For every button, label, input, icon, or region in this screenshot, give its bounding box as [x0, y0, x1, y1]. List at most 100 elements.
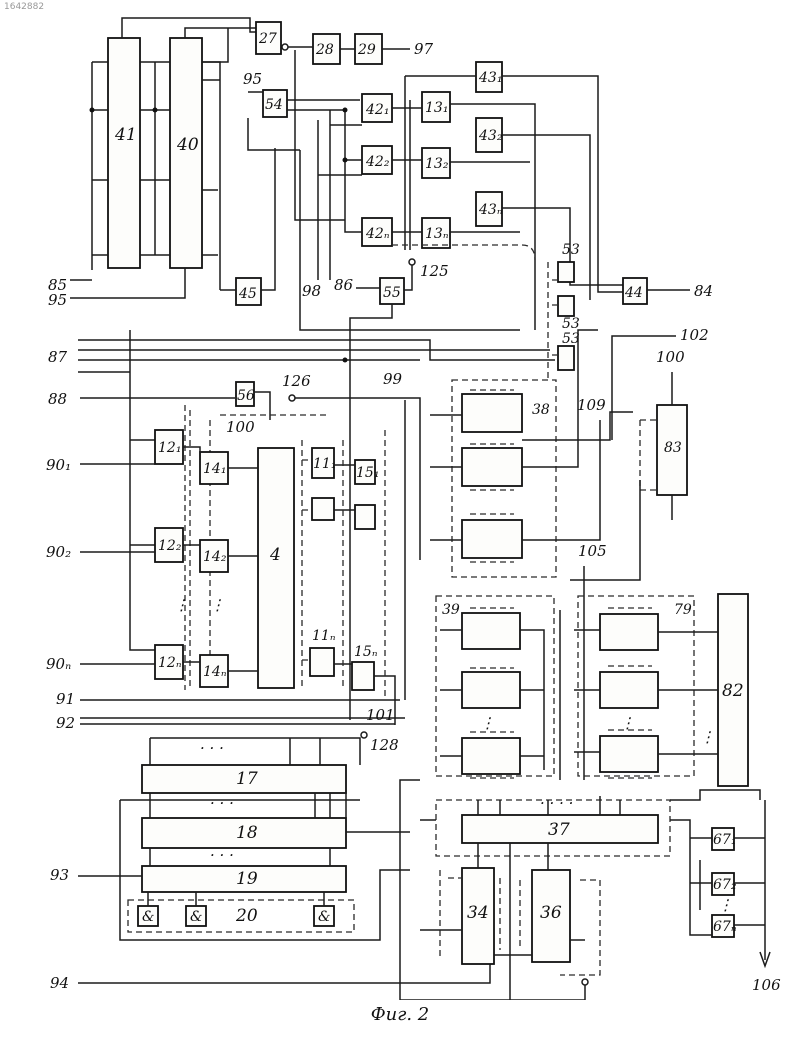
block-27-label: 27	[258, 31, 277, 47]
group-39-label: 39	[442, 602, 460, 618]
block-13-n-label: 13ₙ	[425, 226, 449, 242]
block-44-label: 44	[624, 285, 643, 301]
terminal-90-1: 90₁	[46, 456, 71, 474]
terminal-105: 105	[578, 542, 607, 560]
wires-53	[548, 262, 558, 380]
terminal-125: 125	[420, 262, 449, 280]
svg-text:⋮: ⋮	[480, 714, 495, 732]
terminal-94: 94	[50, 974, 69, 992]
and-gate-1-label: &	[142, 909, 154, 925]
block-54-label: 54	[265, 97, 283, 113]
block-13-2-label: 13₂	[425, 156, 449, 172]
terminal-100-left: 100	[226, 418, 255, 436]
svg-text:⋮: ⋮	[620, 714, 635, 732]
block-4-label: 4	[269, 545, 281, 565]
wires-41-40	[70, 18, 258, 298]
terminal-84: 84	[694, 282, 713, 300]
terminal-92: 92	[56, 714, 75, 732]
block-42-n-label: 42ₙ	[365, 226, 390, 242]
terminal-109: 109	[577, 396, 606, 414]
block-67-1-label: 67₁	[713, 832, 736, 848]
terminal-86: 86	[334, 276, 354, 294]
block-43-1-label: 43₁	[478, 70, 502, 86]
terminal-100-right: 100	[656, 348, 685, 366]
block-53-c	[558, 346, 574, 370]
block-15-2	[355, 505, 375, 529]
terminal-99: 99	[383, 370, 403, 388]
block-53-label-a: 53	[562, 242, 580, 258]
block-53-a	[558, 262, 574, 282]
wire-45	[220, 148, 275, 290]
block-41	[108, 38, 140, 268]
block-40-label: 40	[176, 135, 199, 155]
block-38-1	[462, 394, 522, 432]
terminal-93: 93	[50, 866, 69, 884]
block-14-2-label: 14₂	[203, 549, 227, 565]
terminal-98: 98	[302, 282, 321, 300]
block-43-2-label: 43₂	[478, 128, 503, 144]
terminal-90-2: 90₂	[46, 543, 71, 561]
circuit-diagram: 41 40 27 28 29 97 54 95 45 42₁ 42₂ 42ₙ	[0, 0, 800, 1000]
block-55-label: 55	[383, 285, 401, 301]
block-15-n-label: 15ₙ	[354, 644, 378, 660]
node-128	[361, 732, 367, 738]
block-38-n	[462, 520, 522, 558]
block-15-1-label: 15₁	[356, 465, 379, 481]
block-28-label: 28	[315, 42, 334, 58]
svg-text:· · ·: · · ·	[210, 794, 234, 812]
block-11-2	[312, 498, 334, 520]
block-12-2-label: 12₂	[158, 538, 182, 554]
terminal-126: 126	[282, 372, 311, 390]
block-83-label: 83	[664, 440, 682, 456]
terminal-95-left: 95	[48, 291, 67, 309]
block-11-1-label: 11₁	[313, 456, 336, 472]
block-39-1	[462, 613, 520, 649]
vertical-ellipsis-12: ⋮	[174, 596, 189, 614]
vertical-ellipsis-14: ⋮	[210, 596, 225, 614]
block-39-n	[462, 738, 520, 774]
terminal-106: 106	[752, 976, 781, 994]
figure-caption: Фиг. 2	[0, 1004, 800, 1025]
block-36-label: 36	[540, 903, 562, 923]
block-79-1	[600, 614, 658, 650]
terminal-128: 128	[370, 736, 399, 754]
block-67-2-label: 67₂	[713, 877, 737, 893]
wire-98	[318, 270, 330, 280]
block-43-n-label: 43ₙ	[478, 202, 503, 218]
wire-94	[78, 960, 490, 983]
terminal-87: 87	[48, 348, 68, 366]
block-56-label: 56	[237, 388, 255, 404]
block-4	[258, 448, 294, 688]
block-82-label: 82	[722, 681, 744, 701]
block-11-n-label: 11ₙ	[312, 628, 336, 644]
block-14-n-label: 14ₙ	[203, 664, 227, 680]
node-126	[289, 395, 295, 401]
block-15-n	[352, 662, 374, 690]
block-53-label-c: 53	[562, 331, 580, 347]
terminal-101: 101	[366, 706, 395, 724]
block-17-label: 17	[236, 769, 258, 789]
svg-text:· · ·: · · ·	[210, 846, 234, 864]
svg-text:· · · ·: · · · ·	[540, 794, 573, 812]
block-38-2	[462, 448, 522, 486]
block-11-n	[310, 648, 334, 676]
and-gate-2-label: &	[190, 909, 202, 925]
wires-91-92	[80, 700, 405, 724]
block-19-label: 19	[236, 869, 258, 889]
block-53-b	[558, 296, 574, 316]
wires-37-34-36: · · · ·	[400, 780, 620, 1000]
block-42-1-label: 42₁	[365, 102, 389, 118]
wires-top-chain	[282, 44, 410, 220]
block-53-label-b: 53	[562, 316, 580, 332]
terminal-88: 88	[48, 390, 67, 408]
block-39-2	[462, 672, 520, 708]
block-12-1-label: 12₁	[158, 440, 181, 456]
block-79-n	[600, 736, 658, 772]
terminal-90-n: 90ₙ	[46, 655, 71, 673]
terminal-102: 102	[680, 326, 709, 344]
block-45-label: 45	[238, 286, 257, 302]
block-18-label: 18	[236, 823, 258, 843]
and-gate-n-label: &	[318, 909, 330, 925]
group-79-label: 79	[674, 602, 692, 618]
svg-text:· · ·: · · ·	[200, 739, 224, 757]
